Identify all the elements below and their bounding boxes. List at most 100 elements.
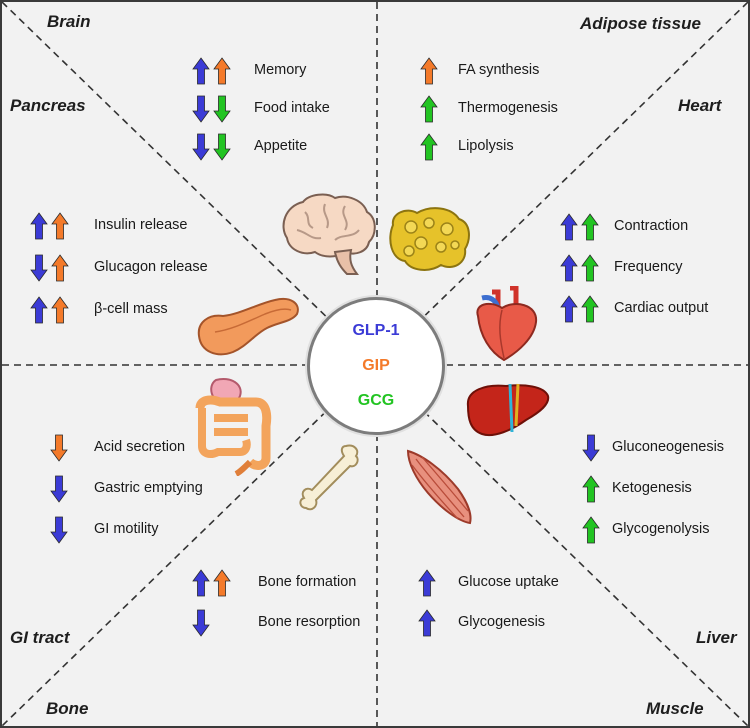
pancreas-effect-row: β-cell mass	[30, 295, 168, 325]
gi-effect-row: Acid secretion	[50, 433, 185, 463]
glp1-up-arrow-icon	[560, 295, 578, 323]
effect-label: Bone resorption	[258, 614, 361, 630]
gcg-up-arrow-icon	[581, 213, 599, 241]
effect-label: Cardiac output	[614, 300, 709, 316]
brain-icon	[282, 193, 376, 275]
effect-label: β-cell mass	[94, 301, 168, 317]
brain-effect-row: Memory	[192, 56, 306, 86]
effect-arrows	[582, 475, 600, 503]
effect-label: Glycogenolysis	[612, 521, 710, 537]
effect-label: Frequency	[614, 259, 683, 275]
liver-icon	[466, 383, 550, 436]
pancreas-icon	[197, 298, 299, 356]
region-label-muscle: Muscle	[646, 699, 704, 718]
gip-up-arrow-icon	[213, 569, 231, 597]
effect-arrows	[420, 95, 438, 123]
bone-effect-row: Bone formation	[192, 568, 356, 598]
effect-label: Lipolysis	[458, 138, 514, 154]
adipose-effect-row: FA synthesis	[420, 56, 539, 86]
effect-arrows	[192, 133, 231, 161]
muscle-icon	[406, 449, 472, 525]
region-label-adipose-tissue: Adipose tissue	[580, 14, 701, 33]
glp1-down-arrow-icon	[192, 95, 210, 123]
effect-label: Contraction	[614, 218, 689, 234]
muscle-effect-row: Glucose uptake	[418, 568, 559, 598]
effect-arrows	[30, 296, 69, 324]
gcg-up-arrow-icon	[582, 516, 600, 544]
region-label-heart: Heart	[678, 96, 722, 115]
liver-effect-row: Glycogenolysis	[582, 515, 710, 545]
gcg-up-arrow-icon	[582, 475, 600, 503]
region-label-gi-tract: GI tract	[10, 628, 70, 647]
glp1-up-arrow-icon	[418, 609, 436, 637]
effect-label: Bone formation	[258, 574, 357, 590]
hub-label-gip: GIP	[362, 357, 390, 374]
brain-effect-row: Appetite	[192, 132, 307, 162]
heart-effect-row: Contraction	[560, 212, 688, 242]
adipose-effect-row: Thermogenesis	[420, 94, 558, 124]
adipose-tissue-icon	[389, 207, 470, 271]
effect-arrows	[50, 434, 68, 462]
gip-up-arrow-icon	[51, 212, 69, 240]
adipose-effect-row: Lipolysis	[420, 132, 514, 162]
gip-up-arrow-icon	[420, 57, 438, 85]
liver-effect-row: Gluconeogenesis	[582, 433, 724, 463]
effect-arrows	[418, 609, 436, 637]
effect-arrows	[418, 569, 436, 597]
glp1-down-arrow-icon	[192, 133, 210, 161]
hormone-hub: GLP-1 GIP GCG	[307, 297, 445, 435]
effect-label: Insulin release	[94, 217, 188, 233]
brain-effect-row: Food intake	[192, 94, 330, 124]
glp1-up-arrow-icon	[192, 57, 210, 85]
effect-label: Thermogenesis	[458, 100, 558, 116]
effect-arrows	[192, 95, 231, 123]
effect-arrows	[582, 516, 600, 544]
effect-label: Acid secretion	[94, 439, 186, 455]
gcg-up-arrow-icon	[420, 95, 438, 123]
glp1-up-arrow-icon	[192, 569, 210, 597]
effect-arrows	[192, 569, 231, 597]
effect-arrows	[192, 609, 210, 637]
hub-label-gcg: GCG	[357, 392, 395, 409]
heart-effect-row: Cardiac output	[560, 294, 708, 324]
muscle-effect-row: Glycogenesis	[418, 608, 545, 638]
glp1-down-arrow-icon	[582, 434, 600, 462]
effect-label: Glucose uptake	[458, 574, 559, 590]
heart-effect-row: Frequency	[560, 253, 683, 283]
effect-arrows	[560, 295, 599, 323]
hub-label-glp1: GLP-1	[352, 322, 400, 339]
glp1-up-arrow-icon	[30, 296, 48, 324]
glp1-down-arrow-icon	[192, 609, 210, 637]
region-label-bone: Bone	[46, 699, 89, 718]
effect-arrows	[582, 434, 600, 462]
effect-arrows	[30, 254, 69, 282]
pancreas-effect-row: Insulin release	[30, 211, 188, 241]
effect-label: Gastric emptying	[94, 480, 203, 496]
region-label-brain: Brain	[47, 12, 91, 31]
effect-arrows	[560, 213, 599, 241]
gi-effect-row: Gastric emptying	[50, 474, 203, 504]
effect-label: Memory	[254, 62, 307, 78]
glp1-down-arrow-icon	[50, 475, 68, 503]
effect-arrows	[560, 254, 599, 282]
effect-label: Glucagon release	[94, 259, 208, 275]
effect-arrows	[192, 57, 231, 85]
glp1-up-arrow-icon	[560, 254, 578, 282]
gip-up-arrow-icon	[213, 57, 231, 85]
effect-arrows	[50, 475, 68, 503]
glp1-up-arrow-icon	[30, 212, 48, 240]
gi-effect-row: GI motility	[50, 515, 158, 545]
glp1-up-arrow-icon	[560, 213, 578, 241]
glp1-up-arrow-icon	[418, 569, 436, 597]
effect-label: Appetite	[254, 138, 308, 154]
gip-up-arrow-icon	[51, 254, 69, 282]
gcg-up-arrow-icon	[581, 254, 599, 282]
liver-effect-row: Ketogenesis	[582, 474, 692, 504]
gip-up-arrow-icon	[51, 296, 69, 324]
effect-arrows	[50, 516, 68, 544]
intestine-icon	[195, 378, 272, 476]
effect-label: Gluconeogenesis	[612, 439, 725, 455]
effect-arrows	[420, 57, 438, 85]
effect-label: Glycogenesis	[458, 614, 546, 630]
